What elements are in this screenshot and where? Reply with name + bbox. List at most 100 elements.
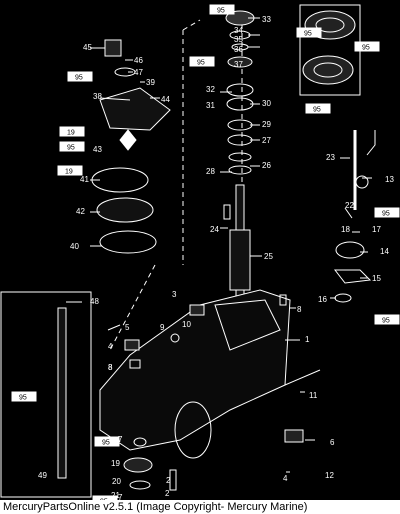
callout-23: 23 bbox=[326, 153, 335, 162]
callout-7: 7 bbox=[118, 435, 123, 444]
callout-13: 13 bbox=[385, 175, 394, 184]
lubricant-code: 95 bbox=[304, 31, 312, 38]
inset-box bbox=[0, 291, 92, 498]
shift-plate bbox=[333, 269, 372, 284]
inset-shaft bbox=[57, 307, 67, 479]
housing-top bbox=[214, 299, 281, 351]
lubricant-tube bbox=[94, 436, 120, 447]
callout-35: 35 bbox=[234, 35, 243, 44]
pump-gasket-upper bbox=[91, 167, 149, 193]
lubricant-code: 95 bbox=[217, 8, 225, 15]
lubricant-tag: 95 bbox=[67, 71, 93, 82]
callout-29: 29 bbox=[262, 120, 271, 129]
part-plug bbox=[133, 437, 147, 447]
lubricant-tube bbox=[59, 126, 85, 137]
lubricant-tube bbox=[374, 314, 400, 325]
part-washer-20 bbox=[129, 480, 151, 490]
callout-43: 43 bbox=[93, 145, 102, 154]
callout-15: 15 bbox=[372, 274, 381, 283]
lubricant-tag: 19 bbox=[59, 126, 85, 137]
inset-label: 48 bbox=[90, 297, 99, 306]
part-block-4 bbox=[124, 339, 140, 351]
bearing-cup-lower-bore bbox=[313, 62, 343, 78]
impeller bbox=[119, 129, 137, 151]
part-key bbox=[223, 204, 231, 220]
callout-46: 46 bbox=[134, 56, 143, 65]
lubricant-tube bbox=[67, 71, 93, 82]
callout-6: 6 bbox=[330, 438, 335, 447]
callout-37: 37 bbox=[234, 60, 243, 69]
lubricant-code: 95 bbox=[75, 75, 83, 82]
lubricant-tag: 19 bbox=[57, 165, 83, 176]
callout-40: 40 bbox=[70, 242, 79, 251]
part-grommet bbox=[104, 39, 122, 57]
callout-33: 33 bbox=[262, 15, 271, 24]
bearing-cup-upper-bore bbox=[315, 17, 345, 33]
lubricant-code: 19 bbox=[65, 169, 73, 176]
callout-26: 26 bbox=[262, 161, 271, 170]
callout-1: 1 bbox=[305, 335, 310, 344]
callout-45: 45 bbox=[83, 43, 92, 52]
pump-gasket-lower bbox=[99, 230, 157, 254]
callout-12: 12 bbox=[325, 471, 334, 480]
callout-31: 31 bbox=[206, 101, 215, 110]
lubricant-tag: 95 bbox=[296, 27, 322, 38]
callout-42: 42 bbox=[76, 207, 85, 216]
part-plug-8b bbox=[279, 294, 287, 306]
lubricant-code: 95 bbox=[313, 107, 321, 114]
part-o-ring-16 bbox=[334, 293, 352, 303]
lubricant-tube bbox=[209, 4, 235, 15]
callout-19: 19 bbox=[111, 459, 120, 468]
callout-4: 4 bbox=[108, 342, 113, 351]
image-caption: MercuryPartsOnline v2.5.1 (Image Copyrig… bbox=[0, 500, 400, 514]
centerline-lower bbox=[109, 264, 156, 351]
lubricant-tube bbox=[296, 27, 322, 38]
lubricant-tag: 95 bbox=[189, 56, 215, 67]
callout-18: 18 bbox=[341, 225, 350, 234]
callout-34: 34 bbox=[234, 26, 243, 35]
exploded-parts-diagram: 9595959519951995959595959595 12345678910… bbox=[0, 4, 400, 506]
face-plate bbox=[96, 197, 154, 223]
callout-25: 25 bbox=[264, 252, 273, 261]
callout-27: 27 bbox=[262, 136, 271, 145]
lubricant-tag: 95 bbox=[374, 207, 400, 218]
callout-2: 2 bbox=[165, 489, 170, 498]
callout-38: 38 bbox=[93, 92, 102, 101]
part-shim bbox=[228, 152, 252, 162]
driveshaft-body bbox=[229, 229, 251, 291]
lubricant-code: 95 bbox=[197, 60, 205, 67]
lubricant-tag: 95 bbox=[11, 391, 37, 402]
callout-2-repeat: 2 bbox=[166, 476, 171, 485]
lubricant-tag: 95 bbox=[94, 436, 120, 447]
callout-3: 3 bbox=[172, 290, 177, 299]
callout-39: 39 bbox=[146, 78, 155, 87]
callout-10: 10 bbox=[182, 320, 191, 329]
callout-5: 5 bbox=[125, 323, 130, 332]
callout-24: 24 bbox=[210, 225, 219, 234]
callout-30: 30 bbox=[262, 99, 271, 108]
lubricant-code: 95 bbox=[382, 211, 390, 218]
part-bearing-mid bbox=[227, 119, 253, 131]
lubricant-tube bbox=[374, 207, 400, 218]
part-bolt-5 bbox=[107, 324, 121, 331]
part-anode bbox=[284, 429, 304, 443]
lubricant-tube bbox=[354, 41, 380, 52]
lubricant-tag: 95 bbox=[209, 4, 235, 15]
lubricant-code: 95 bbox=[102, 440, 110, 447]
pump-housing bbox=[99, 87, 171, 131]
callout-8-repeat: 8 bbox=[297, 305, 302, 314]
callout-9: 9 bbox=[160, 323, 165, 332]
callout-41: 41 bbox=[80, 175, 89, 184]
part-bearing-upper bbox=[226, 83, 254, 97]
callout-44: 44 bbox=[161, 95, 170, 104]
callout-14: 14 bbox=[380, 247, 389, 256]
leader-lines bbox=[90, 17, 372, 473]
callout-49: 49 bbox=[38, 471, 47, 480]
part-bearing-race bbox=[226, 97, 254, 111]
lubricant-tube bbox=[189, 56, 215, 67]
lubricant-tube bbox=[59, 141, 85, 152]
part-pinion bbox=[123, 457, 153, 473]
part-ring bbox=[228, 165, 252, 175]
part-plug-8 bbox=[129, 359, 141, 369]
